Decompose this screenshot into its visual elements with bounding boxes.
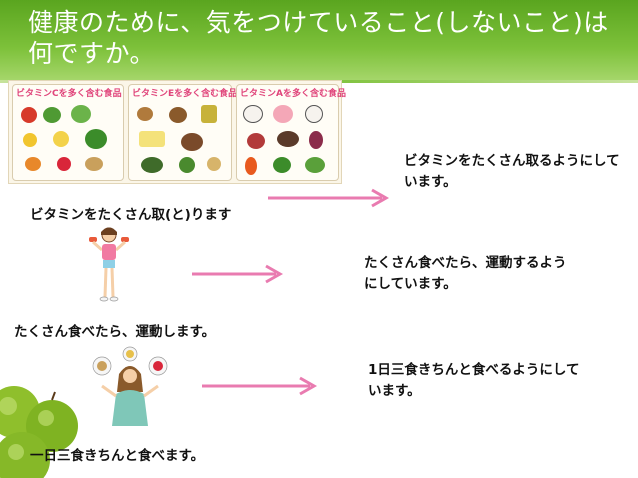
vitamin-note: ビタミンをたくさん取るようにしています。 [404, 153, 620, 190]
vitamin-e-panel: ビタミンEを多く含む食品 [128, 84, 237, 181]
arrow-icon [192, 264, 284, 284]
vitamin-a-title: ビタミンAを多く含む食品 [240, 89, 346, 99]
margarine-icon [139, 131, 165, 147]
arrow-icon [202, 376, 318, 396]
pepper-icon [21, 107, 37, 123]
carrot-icon [245, 157, 257, 175]
wheat-germ-icon [207, 157, 221, 171]
strawberry-icon [57, 157, 71, 171]
potato-icon [85, 157, 103, 171]
arrow-icon [268, 188, 390, 208]
yuzu-icon [23, 133, 37, 147]
vitamin-c-panel: ビタミンCを多く含む食品 [12, 84, 124, 181]
chicken-icon [305, 105, 323, 123]
mushroom-icon [181, 133, 203, 151]
title-bar [0, 0, 638, 80]
pig-icon [273, 105, 293, 123]
moroheiya-icon [179, 157, 195, 173]
vitamin-food-chart: ビタミンCを多く含む食品 ビタミンEを多く含む食品 ビタミンAを多く含む食品 [8, 80, 346, 184]
vitamin-label: ビタミンをたくさん取(と)ります [30, 207, 232, 223]
liver-icon [247, 133, 265, 149]
parsley-icon [43, 107, 61, 123]
oil-bottle-icon [201, 105, 217, 123]
vitamin-a-panel: ビタミンAを多く含む食品 [236, 84, 346, 181]
meal-note: 1日三食きちんと食べるようにしています。 [368, 362, 580, 399]
slide-title: 健康のために、気をつけていること(しないこと)は何ですか。 [28, 8, 609, 68]
meal-label: 一日三食きちんと食べます。 [30, 448, 205, 464]
pumpkin-icon [141, 157, 163, 173]
apples-image [0, 386, 78, 478]
exercise-note: たくさん食べたら、運動するようにしています。 [364, 255, 567, 292]
almond-icon [137, 107, 153, 121]
exercise-person-illustration [89, 227, 129, 302]
cow-icon [243, 105, 263, 123]
vitamin-c-title: ビタミンCを多く含む食品 [16, 89, 122, 99]
shungiku-icon [305, 157, 325, 173]
eel-icon [277, 131, 299, 147]
persimmon-icon [25, 157, 41, 171]
cabbage-icon [71, 105, 91, 123]
laver-icon [309, 131, 323, 149]
broccoli-icon [85, 129, 107, 149]
vitamin-e-title: ビタミンEを多く含む食品 [132, 89, 238, 99]
spinach-icon [273, 157, 291, 173]
exercise-label: たくさん食べたら、運動します。 [14, 324, 216, 340]
lemon-icon [53, 131, 69, 147]
hazelnut-icon [169, 107, 187, 123]
meal-person-illustration [92, 346, 168, 426]
